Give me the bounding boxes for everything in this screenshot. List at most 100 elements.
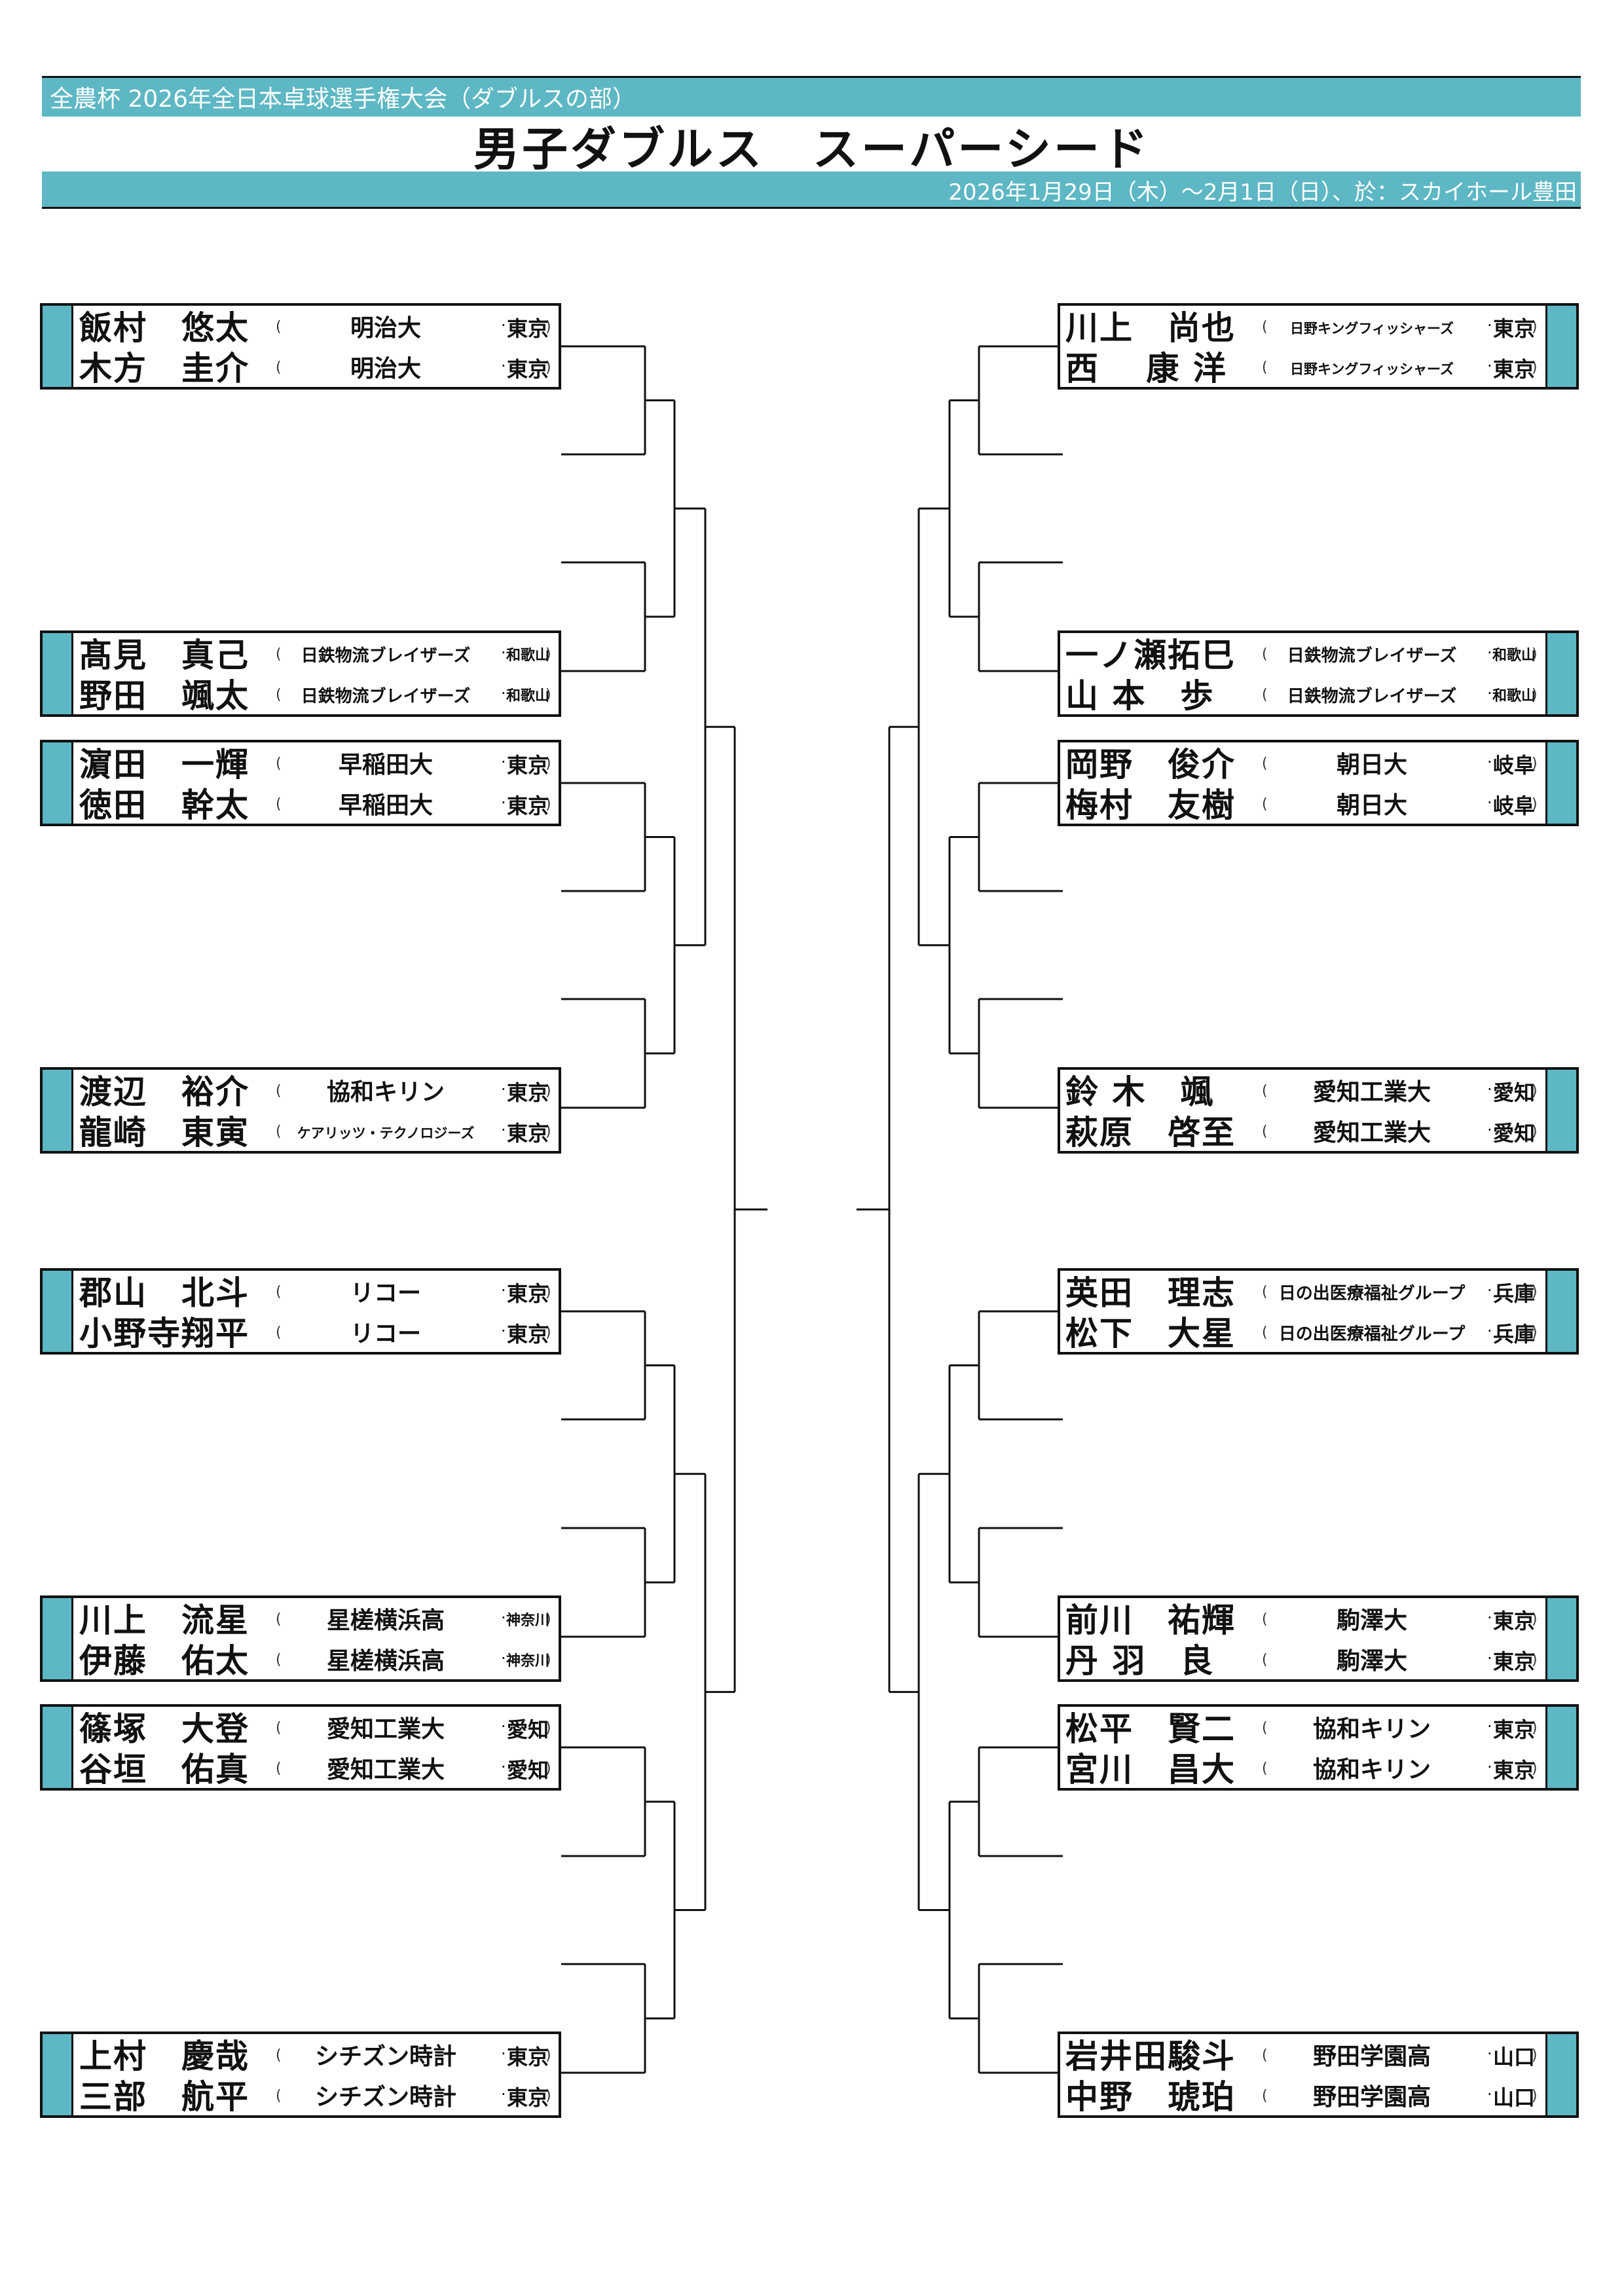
player-club: 日鉄物流ブレイザーズ <box>301 687 471 706</box>
left-entry: 郡山 北斗(リコー·東京)小野寺翔平(リコー·東京) <box>40 1268 561 1355</box>
player-club: 日の出医療福祉グループ <box>1278 1324 1466 1344</box>
player-prefecture: 和歌山 <box>506 647 549 664</box>
close-paren: ) <box>1532 1611 1538 1628</box>
player-row: 宮川 昌大(協和キリン·東京) <box>1065 1749 1550 1791</box>
player-prefecture: 東京 <box>1492 1609 1535 1633</box>
right-entry: 岡野 俊介(朝日大·岐阜)梅村 友樹(朝日大·岐阜) <box>1058 740 1579 826</box>
separator-dot: · <box>1487 1649 1492 1667</box>
player-name: 英田 理志 <box>1065 1274 1236 1312</box>
open-paren: ( <box>276 1123 282 1140</box>
open-paren: ( <box>276 1284 282 1300</box>
separator-dot: · <box>1487 684 1492 702</box>
player-name: 前川 祐輝 <box>1065 1601 1236 1639</box>
player-name: 三部 航平 <box>79 2078 249 2116</box>
player-name: 川上 流星 <box>79 1601 249 1639</box>
separator-dot: · <box>1487 1758 1492 1776</box>
player-prefecture: 愛知 <box>1492 1080 1535 1105</box>
close-paren: ) <box>545 1284 551 1300</box>
close-paren: ) <box>1532 1324 1538 1341</box>
player-prefecture: 東京 <box>1492 357 1535 382</box>
right-entry: 川上 尚也(日野キングフィッシャーズ·東京)西 康 洋(日野キングフィッシャーズ… <box>1058 303 1579 390</box>
close-paren: ) <box>1532 1652 1538 1668</box>
open-paren: ( <box>1262 646 1268 663</box>
player-prefecture: 岐阜 <box>1492 753 1535 778</box>
separator-dot: · <box>1487 1080 1492 1099</box>
player-club: 星槎横浜高 <box>326 1648 445 1675</box>
close-paren: ) <box>545 756 551 772</box>
player-row: 松平 賢二(協和キリン·東京) <box>1065 1708 1550 1750</box>
player-name: 渡辺 裕介 <box>79 1073 249 1111</box>
player-row: 前川 祐輝(駒澤大·東京) <box>1065 1599 1550 1641</box>
player-name: 谷垣 佑真 <box>79 1751 249 1789</box>
open-paren: ( <box>1262 319 1268 335</box>
page-title: 男子ダブルス スーパーシード <box>473 122 1151 176</box>
player-row: 上村 慶哉(シチズン時計·東京) <box>79 2035 564 2077</box>
player-name: 西 康 洋 <box>1065 350 1227 388</box>
player-row: 梅村 友樹(朝日大·岐阜) <box>1065 784 1550 826</box>
player-name: 一ノ瀬拓巳 <box>1065 636 1236 674</box>
separator-dot: · <box>501 753 506 771</box>
close-paren: ) <box>1532 1083 1538 1099</box>
separator-dot: · <box>501 357 506 375</box>
player-club: 日鉄物流ブレイザーズ <box>1287 646 1457 666</box>
separator-dot: · <box>501 2045 506 2063</box>
player-row: 伊藤 佑太(星槎横浜高·神奈川) <box>79 1640 564 1682</box>
open-paren: ( <box>276 2047 282 2064</box>
player-prefecture: 東京 <box>506 1121 549 1146</box>
player-prefecture: 和歌山 <box>1492 647 1536 664</box>
separator-dot: · <box>1487 1717 1492 1736</box>
player-name: 松平 賢二 <box>1065 1710 1236 1748</box>
open-paren: ( <box>276 756 282 772</box>
player-row: 川上 流星(星槎横浜高·神奈川) <box>79 1599 564 1641</box>
right-entry: 前川 祐輝(駒澤大·東京)丹 羽 良(駒澤大·東京) <box>1058 1595 1579 1682</box>
open-paren: ( <box>1262 1611 1268 1628</box>
player-club: 日野キングフィッシャーズ <box>1290 361 1454 377</box>
player-row: 川上 尚也(日野キングフィッシャーズ·東京) <box>1065 307 1550 349</box>
close-paren: ) <box>1532 359 1538 376</box>
header-band-bottom <box>42 172 1581 207</box>
close-paren: ) <box>1532 319 1538 335</box>
player-prefecture: 東京 <box>506 2085 549 2110</box>
open-paren: ( <box>276 1324 282 1341</box>
left-entry: 濵田 一輝(早稲田大·東京)徳田 幹太(早稲田大·東京) <box>40 740 561 826</box>
player-prefecture: 愛知 <box>1492 1121 1535 1146</box>
separator-dot: · <box>1487 753 1492 771</box>
player-club: 野田学園高 <box>1312 2043 1431 2070</box>
tournament-subtitle: 全農杯 2026年全日本卓球選手権大会（ダブルスの部） <box>50 86 637 113</box>
seed-stripe <box>43 1070 73 1151</box>
open-paren: ( <box>276 319 282 335</box>
close-paren: ) <box>545 359 551 376</box>
separator-dot: · <box>501 1649 506 1667</box>
header-band-top <box>42 77 1581 117</box>
player-row: 山 本 歩(日鉄物流ブレイザーズ·和歌山) <box>1065 675 1550 717</box>
player-club: 星槎横浜高 <box>326 1607 445 1634</box>
player-name: 濵田 一輝 <box>79 746 249 784</box>
close-paren: ) <box>545 1760 551 1777</box>
player-prefecture: 東京 <box>1492 316 1535 341</box>
player-row: 中野 琥珀(野田学園高·山口) <box>1065 2076 1550 2118</box>
player-club: 野田学園高 <box>1312 2084 1431 2111</box>
player-row: 英田 理志(日の出医療福祉グループ·兵庫) <box>1065 1272 1550 1314</box>
player-row: 篠塚 大登(愛知工業大·愛知) <box>79 1708 564 1750</box>
separator-dot: · <box>1487 2085 1492 2104</box>
close-paren: ) <box>1532 646 1538 663</box>
player-name: 岩井田駿斗 <box>1065 2037 1236 2075</box>
seed-stripe <box>43 1598 73 1679</box>
open-paren: ( <box>276 1611 282 1628</box>
left-entry: 髙見 真己(日鉄物流ブレイザーズ·和歌山)野田 颯太(日鉄物流ブレイザーズ·和歌… <box>40 630 561 717</box>
open-paren: ( <box>276 1652 282 1668</box>
seed-stripe <box>1545 2034 1576 2115</box>
player-club: 愛知工業大 <box>326 1716 445 1743</box>
player-row: 濵田 一輝(早稲田大·東京) <box>79 744 564 786</box>
close-paren: ) <box>1532 796 1538 812</box>
separator-dot: · <box>501 1121 506 1139</box>
separator-dot: · <box>501 1758 506 1776</box>
player-name: 岡野 俊介 <box>1065 746 1236 784</box>
player-prefecture: 神奈川 <box>506 1653 549 1669</box>
player-row: 小野寺翔平(リコー·東京) <box>79 1313 564 1355</box>
separator-dot: · <box>501 2085 506 2104</box>
player-club: ケアリッツ・テクノロジーズ <box>297 1125 475 1141</box>
player-club: シチズン時計 <box>314 2043 456 2070</box>
player-prefecture: 山口 <box>1492 2085 1535 2110</box>
player-club: 日野キングフィッシャーズ <box>1290 321 1454 337</box>
